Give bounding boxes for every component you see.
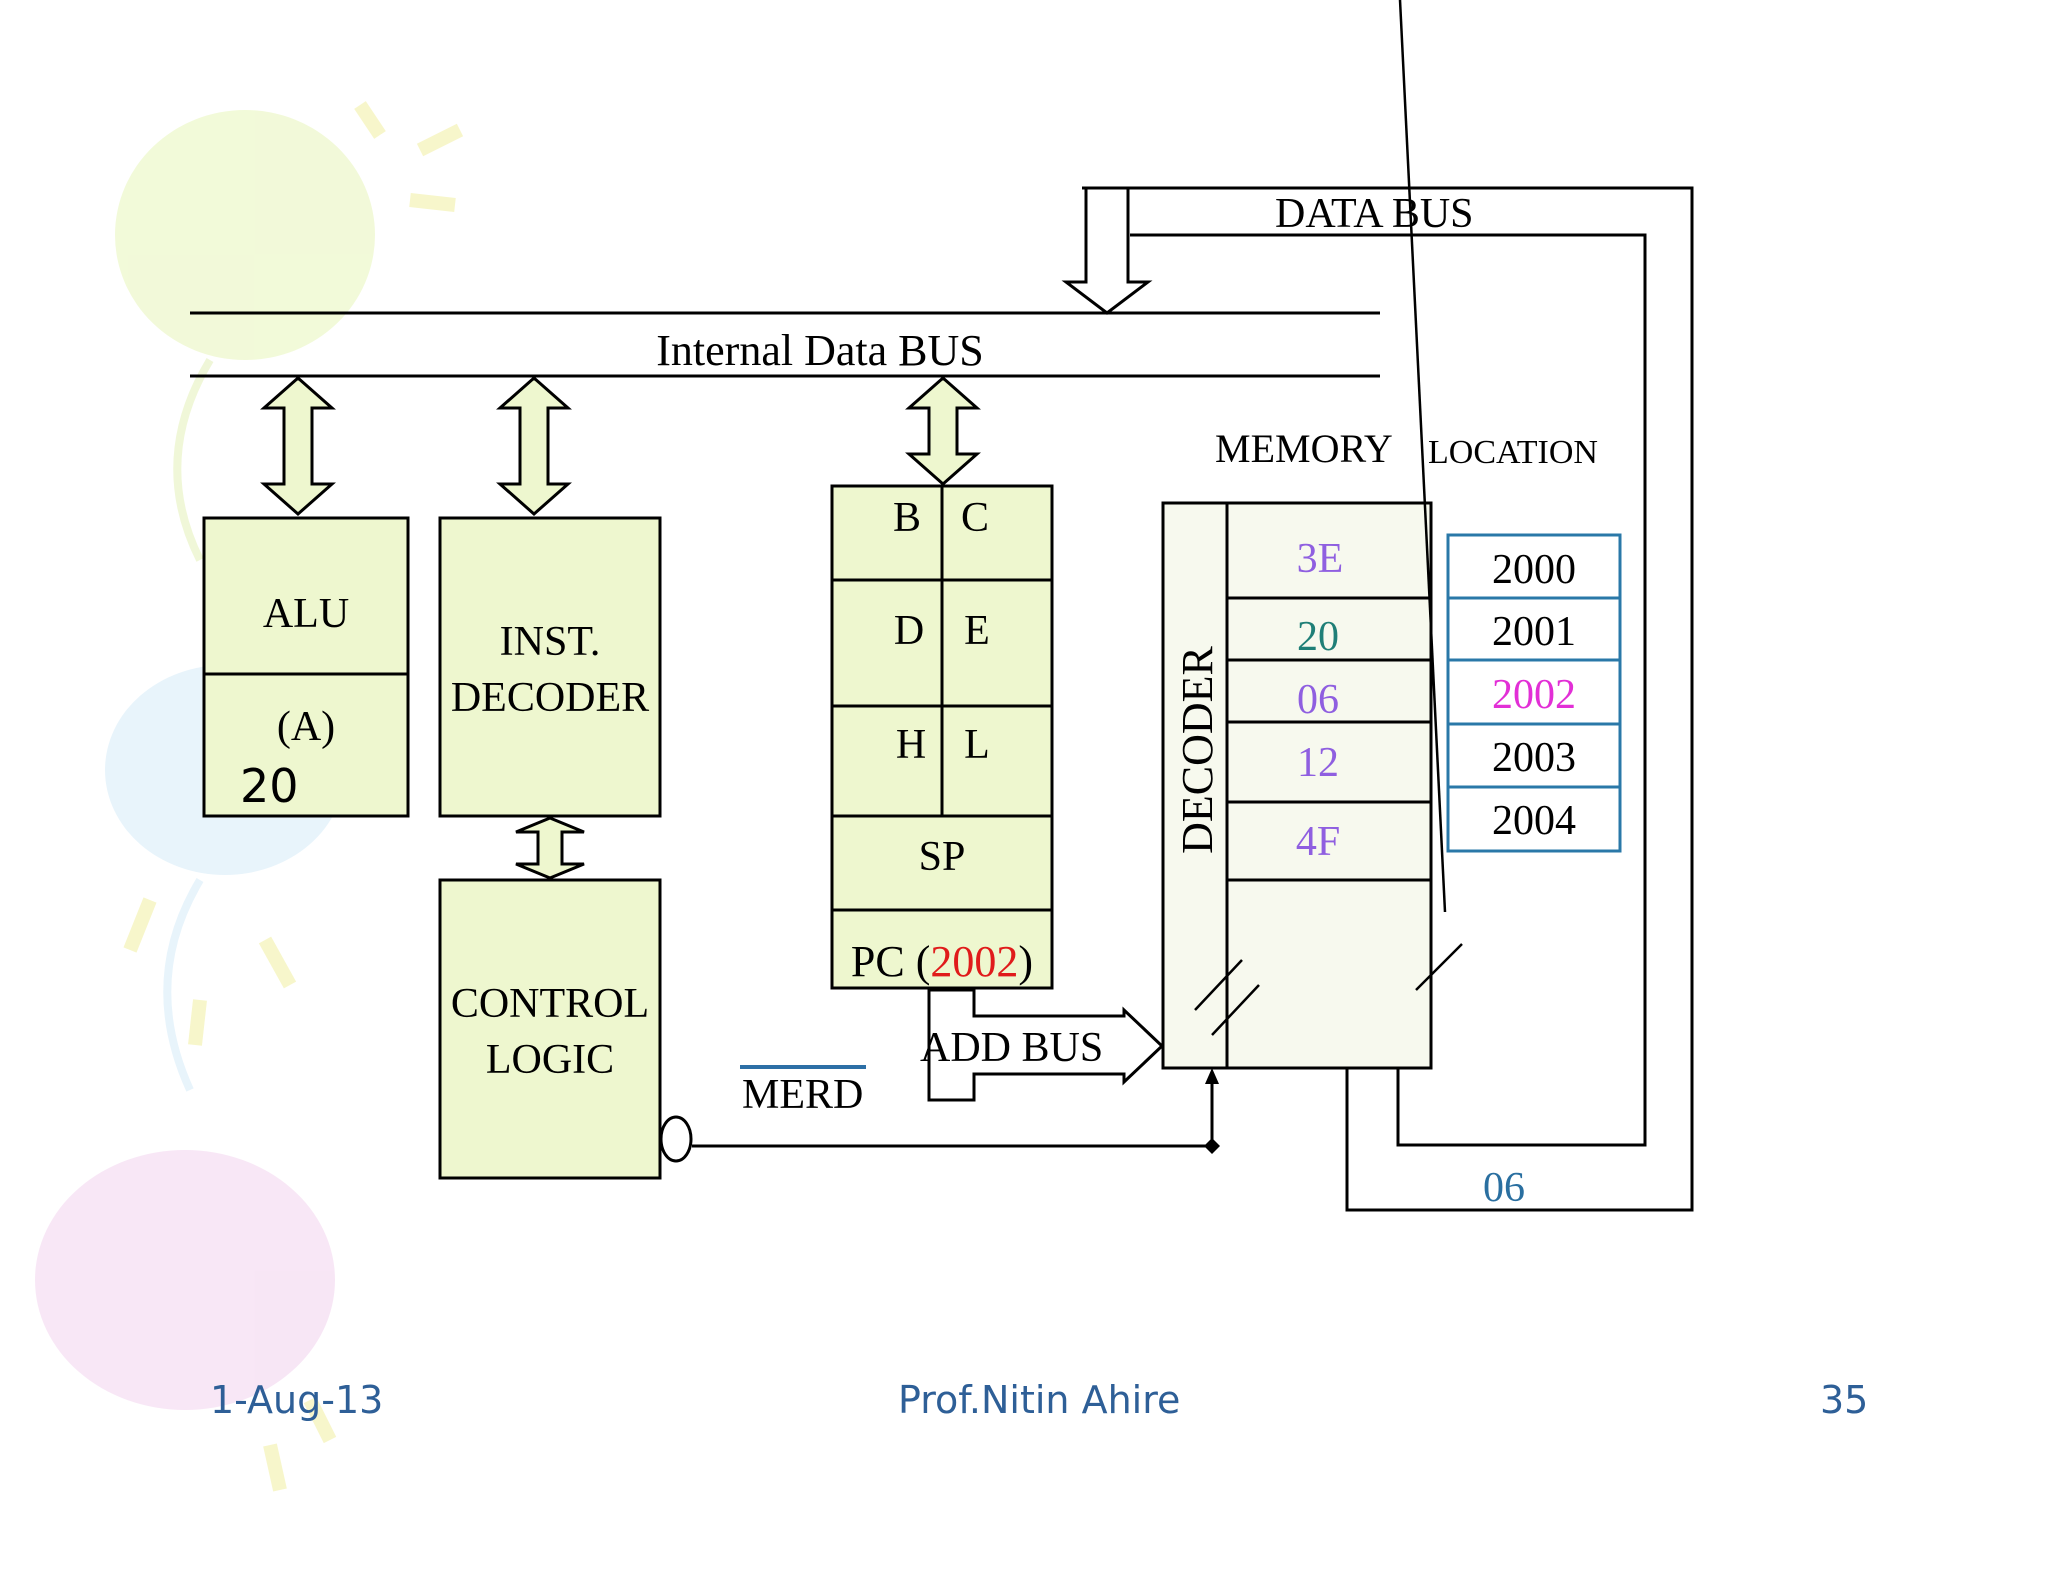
internal-bus-label: Internal Data BUS [656,326,983,375]
alu-box [202,516,410,818]
memory-cell-2001: 20 [1297,614,1339,660]
memory-cell-2003: 12 [1297,740,1339,786]
data-bus-label: DATA BUS [1275,191,1474,237]
address-2000: 2000 [1492,547,1576,593]
data-bus [1082,186,1694,1212]
program-counter: PC (2002) [851,937,1033,986]
decoder-control-arrow [515,816,585,880]
instruction-decoder-box [438,516,662,818]
footer-page-number: 35 [1820,1378,1869,1422]
location-label: LOCATION [1428,434,1598,471]
register-d: D [894,608,924,654]
footer-date: 1-Aug-13 [210,1378,384,1422]
footer-author: Prof.Nitin Ahire [898,1378,1181,1422]
control-logic-box [438,878,662,1180]
memory-decoder-label: DECODER [1173,645,1222,853]
address-bus-label: ADD BUS [920,1025,1103,1071]
memory-cell-2004: 4F [1296,819,1340,865]
merd-label: MERD [742,1072,863,1118]
accumulator-label: (A) [277,704,335,750]
accumulator-value: 20 [240,759,299,813]
register-array [830,484,1054,990]
control-logic-label-1: CONTROL [451,981,649,1027]
alu-label: ALU [263,591,349,637]
decoder-bus-arrow [496,375,572,517]
registers-bus-arrow [905,375,981,487]
bus-hatch-marks [1194,0,1463,1036]
register-h: H [896,722,926,768]
instruction-decoder-label-2: DECODER [451,675,649,721]
merd-inverter-bubble [659,1115,693,1163]
address-2004: 2004 [1492,798,1576,844]
alu-bus-arrow [260,375,336,517]
control-logic-label-2: LOGIC [486,1037,614,1083]
stack-pointer-label: SP [919,834,966,880]
register-e: E [964,608,990,654]
memory-label: MEMORY [1215,426,1393,471]
address-2003: 2003 [1492,735,1576,781]
memory-cell-2002: 06 [1297,677,1339,723]
program-counter-value: 2002 [930,937,1018,986]
register-c: C [961,495,989,541]
address-2001: 2001 [1492,609,1576,655]
data-bus-output-value: 06 [1483,1165,1525,1211]
address-2002: 2002 [1492,672,1576,718]
address-bus-arrow [927,988,1165,1102]
address-table [1446,533,1622,853]
data-bus-arrow [1061,186,1153,315]
instruction-decoder-label-1: INST. [500,619,601,665]
register-l: L [964,722,990,768]
register-b: B [893,495,921,541]
background-decoration [35,101,464,1492]
memory-cell-2000: 3E [1297,536,1344,582]
